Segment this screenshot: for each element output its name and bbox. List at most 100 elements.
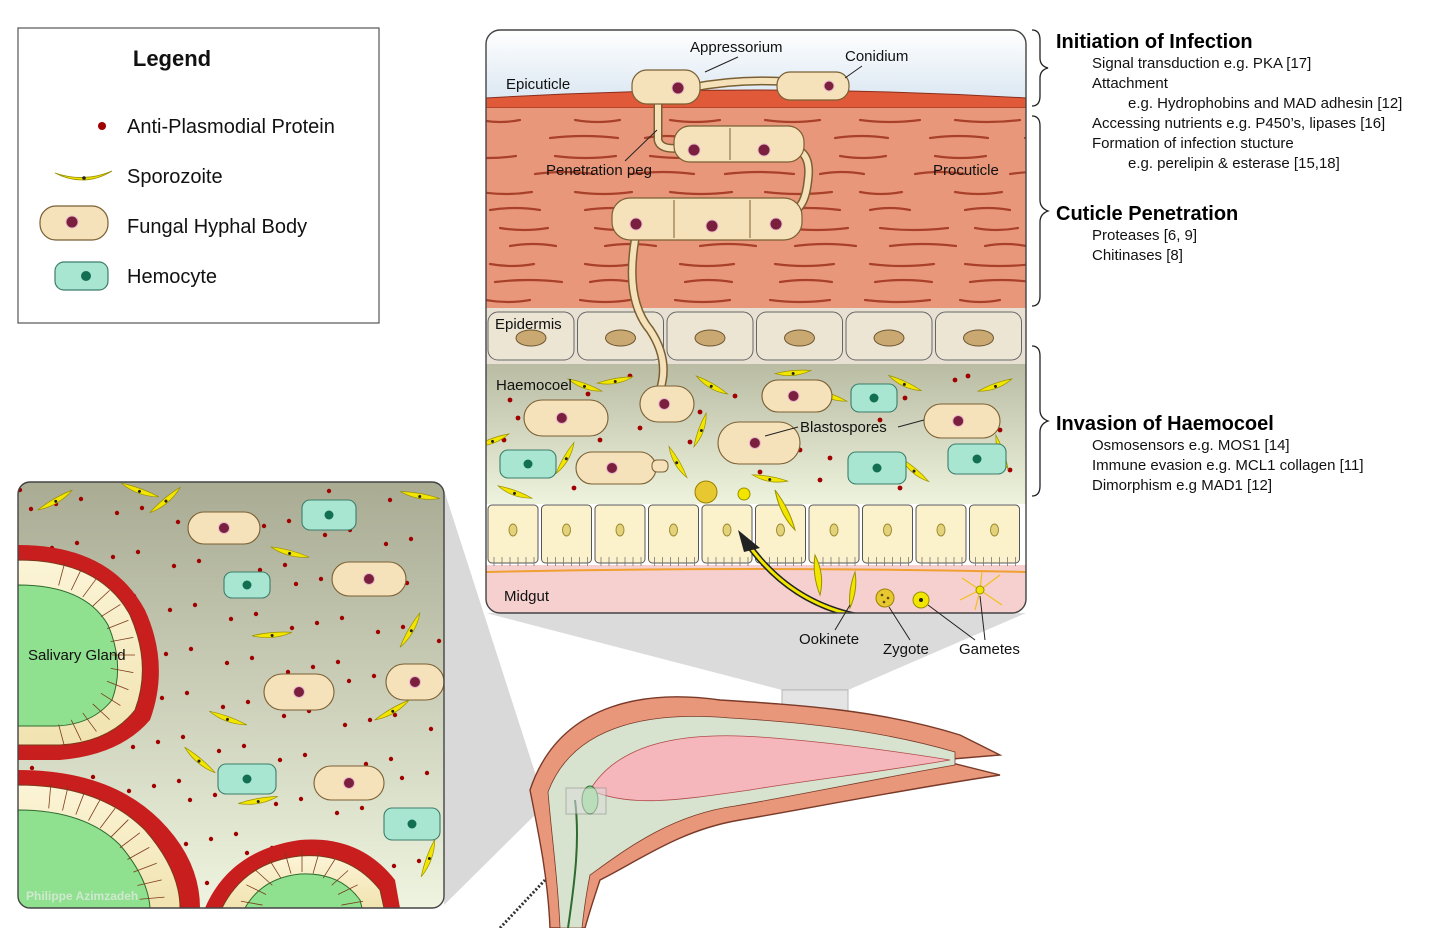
anti-plasmodial-protein	[180, 734, 186, 740]
label-midgut: Midgut	[504, 588, 550, 605]
anti-plasmodial-protein	[515, 415, 521, 421]
label-procuticle: Procuticle	[933, 162, 999, 179]
anti-plasmodial-protein	[241, 743, 247, 749]
anti-plasmodial-protein	[126, 788, 132, 794]
anti-plasmodial-protein	[310, 664, 316, 670]
anti-plasmodial-protein	[285, 669, 291, 675]
anti-plasmodial-protein	[187, 797, 193, 803]
anti-plasmodial-protein	[139, 505, 145, 511]
anti-plasmodial-protein	[408, 536, 414, 542]
anti-plasmodial-protein	[322, 532, 328, 538]
sporozoite	[595, 376, 634, 385]
stage-title: Cuticle Penetration	[1056, 203, 1238, 225]
anti-plasmodial-protein	[163, 651, 169, 657]
stage-detail: Signal transduction e.g. PKA [17]	[1092, 55, 1311, 72]
anti-plasmodial-protein	[391, 863, 397, 869]
sporozoite	[976, 378, 1014, 392]
cuticle-cross-section	[486, 30, 1026, 613]
anti-plasmodial-protein	[244, 850, 250, 856]
anti-plasmodial-protein	[257, 567, 263, 573]
proboscis	[498, 878, 547, 928]
salivary-zoom-connector	[444, 490, 540, 905]
anti-plasmodial-protein	[135, 549, 141, 555]
anti-plasmodial-protein	[339, 615, 345, 621]
label-salivary-gland: Salivary Gland	[28, 647, 126, 664]
anti-plasmodial-protein	[167, 607, 173, 613]
sporozoite	[120, 482, 159, 498]
anti-plasmodial-protein	[827, 455, 833, 461]
label-zygote: Zygote	[883, 641, 929, 658]
label-ookinete: Ookinete	[799, 631, 859, 648]
label-gametes: Gametes	[959, 641, 1020, 658]
image-credit: Philippe Azimzadeh	[26, 889, 138, 903]
anti-plasmodial-protein	[314, 620, 320, 626]
anti-plasmodial-protein	[216, 748, 222, 754]
anti-plasmodial-protein	[224, 660, 230, 666]
label-penetration-peg: Penetration peg	[546, 162, 652, 179]
salivary-gland-lumen-bottom	[18, 809, 151, 908]
anti-plasmodial-protein	[212, 792, 218, 798]
anti-plasmodial-protein	[428, 726, 434, 732]
anti-plasmodial-protein	[228, 616, 234, 622]
anti-plasmodial-protein	[114, 510, 120, 516]
anti-plasmodial-protein	[697, 409, 703, 415]
stage-detail: e.g. perelipin & esterase [15,18]	[1128, 155, 1340, 172]
anti-plasmodial-protein	[334, 810, 340, 816]
anti-plasmodial-protein	[253, 611, 259, 617]
anti-plasmodial-protein	[732, 393, 738, 399]
stage-detail: Dimorphism e.g MAD1 [12]	[1092, 477, 1272, 494]
stage-title: Invasion of Haemocoel	[1056, 413, 1274, 435]
stage-detail: Attachment	[1092, 75, 1169, 92]
anti-plasmodial-protein	[424, 770, 430, 776]
anti-plasmodial-protein	[249, 655, 255, 661]
anti-plasmodial-protein	[383, 541, 389, 547]
anti-plasmodial-protein	[293, 581, 299, 587]
sporozoite-shape-icon	[54, 170, 113, 181]
stage-detail: Accessing nutrients e.g. P450’s, lipases…	[1092, 115, 1385, 132]
sporozoite	[37, 489, 73, 511]
anti-plasmodial-protein	[281, 713, 287, 719]
anti-plasmodial-protein	[1007, 467, 1013, 473]
anti-plasmodial-protein	[388, 756, 394, 762]
anti-plasmodial-protein	[220, 704, 226, 710]
sporozoite	[420, 839, 436, 878]
legend-label-sporozoite: Sporozoite	[127, 166, 223, 188]
anti-plasmodial-protein	[286, 518, 292, 524]
anti-plasmodial-protein	[597, 437, 603, 443]
anti-plasmodial-protein	[318, 576, 324, 582]
stage-detail: Chitinases [8]	[1092, 247, 1183, 264]
anti-plasmodial-protein-dot-icon	[98, 122, 106, 130]
anti-plasmodial-protein	[363, 761, 369, 767]
anti-plasmodial-protein	[571, 485, 577, 491]
anti-plasmodial-protein	[757, 469, 763, 475]
anti-plasmodial-protein	[90, 774, 96, 780]
legend-label-hyphal-body: Fungal Hyphal Body	[127, 216, 307, 238]
brace-penetration	[1031, 115, 1050, 307]
sporozoite	[400, 491, 440, 500]
conidium-cell	[776, 71, 850, 101]
sporozoite	[555, 441, 575, 475]
anti-plasmodial-protein	[965, 373, 971, 379]
anti-plasmodial-protein	[302, 752, 308, 758]
anti-plasmodial-protein	[400, 624, 406, 630]
sporozoite	[251, 631, 293, 639]
legend: Legend Anti-Plasmodial Protein Sporozoit…	[17, 27, 380, 324]
anti-plasmodial-protein	[371, 673, 377, 679]
anti-plasmodial-protein	[997, 427, 1003, 433]
anti-plasmodial-protein	[171, 563, 177, 569]
anti-plasmodial-protein	[176, 778, 182, 784]
anti-plasmodial-protein	[367, 717, 373, 723]
mosquito-body	[498, 696, 1003, 928]
sporozoite	[566, 378, 604, 392]
stage-title: Initiation of Infection	[1056, 31, 1253, 53]
sporozoite	[238, 796, 278, 805]
anti-plasmodial-protein	[687, 439, 693, 445]
legend-label-hemocyte: Hemocyte	[127, 266, 217, 288]
anti-plasmodial-protein	[277, 757, 283, 763]
anti-plasmodial-protein	[897, 485, 903, 491]
sporozoite	[184, 746, 216, 774]
anti-plasmodial-protein	[245, 699, 251, 705]
sporozoite	[695, 375, 729, 395]
anti-plasmodial-protein	[387, 497, 393, 503]
